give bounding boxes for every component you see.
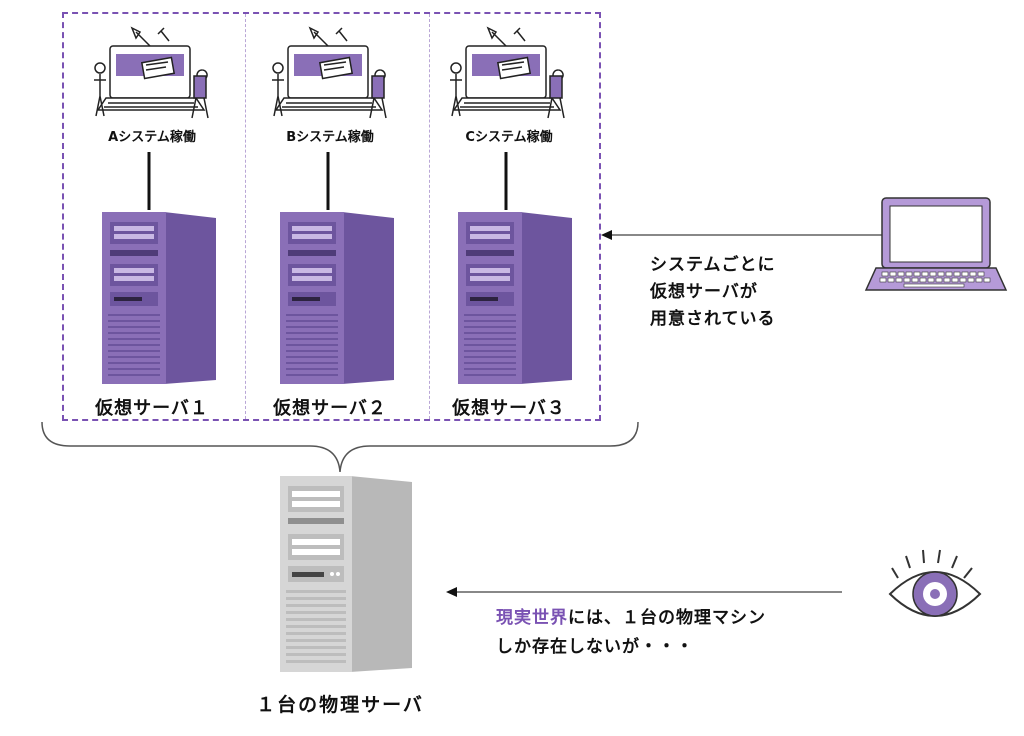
- virtual-server-label-3: 仮想サーバ３: [452, 398, 566, 419]
- laptop-note-line1: システムごとに: [650, 255, 776, 275]
- physical-server-icon: [280, 476, 412, 672]
- virtual-servers-frame: [62, 12, 601, 421]
- reality-note-line1-rest: には、１台の物理マシン: [568, 608, 766, 628]
- laptop-note: システムごとに 仮想サーバが 用意されている: [650, 252, 776, 333]
- eye-icon: [888, 549, 982, 617]
- laptop-icon: [864, 197, 1008, 291]
- virtual-server-label-2: 仮想サーバ２: [273, 398, 387, 419]
- reality-note-line1: 現実世界には、１台の物理マシン: [496, 604, 766, 633]
- server-icon-1: [102, 212, 216, 384]
- system-label-c: Cシステム稼働: [465, 130, 553, 145]
- reality-note-highlight: 現実世界: [496, 608, 568, 628]
- column-divider: [245, 14, 246, 419]
- physical-server-label: １台の物理サーバ: [256, 694, 424, 716]
- reality-note: 現実世界には、１台の物理マシン しか存在しないが・・・: [496, 604, 766, 662]
- reality-note-line2: しか存在しないが・・・: [496, 637, 694, 657]
- column-divider: [429, 14, 430, 419]
- server-icon-3: [458, 212, 572, 384]
- worker-illustration-c: [450, 26, 565, 119]
- system-label-b: Bシステム稼働: [286, 130, 374, 145]
- server-icon-2: [280, 212, 394, 384]
- system-label-a: Aシステム稼働: [108, 130, 196, 145]
- worker-illustration-a: [94, 26, 209, 119]
- laptop-note-line3: 用意されている: [650, 309, 776, 329]
- worker-illustration-b: [272, 26, 387, 119]
- virtual-server-label-1: 仮想サーバ１: [95, 398, 209, 419]
- laptop-note-line2: 仮想サーバが: [650, 282, 758, 302]
